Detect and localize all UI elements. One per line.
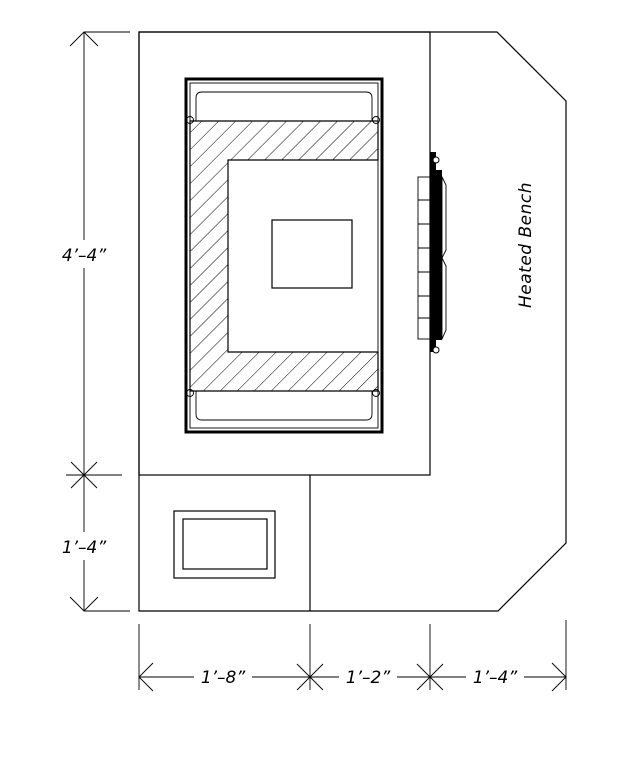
firebrick-lining bbox=[189, 120, 379, 392]
cleanout-door-outer bbox=[173, 510, 276, 579]
vertical-dimension bbox=[52, 31, 130, 612]
top-channel bbox=[195, 91, 373, 121]
firebox-outer bbox=[184, 77, 384, 434]
center-grate bbox=[271, 219, 353, 289]
masonry-block bbox=[138, 31, 431, 476]
dimension-width-middle: 1’–2” bbox=[346, 668, 391, 688]
outer-outline bbox=[138, 31, 567, 612]
dimension-height-upper: 4’–4” bbox=[62, 246, 107, 266]
dimension-width-right: 1’–4” bbox=[473, 668, 518, 688]
cleanout-door-inner bbox=[182, 518, 268, 570]
heated-bench-label: Heated Bench bbox=[516, 182, 536, 308]
dimension-width-left: 1’–8” bbox=[201, 668, 246, 688]
bottom-channel bbox=[195, 391, 373, 421]
firebox-door bbox=[417, 152, 447, 354]
horizontal-dimension bbox=[138, 620, 567, 692]
dimension-height-lower: 1’–4” bbox=[62, 538, 107, 558]
